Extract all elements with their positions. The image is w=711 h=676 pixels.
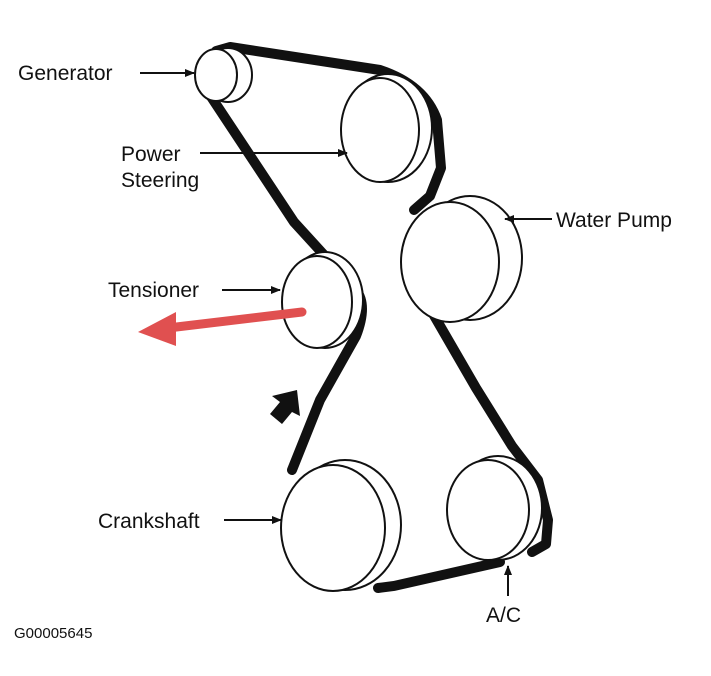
crankshaft-label: Crankshaft: [98, 510, 200, 533]
rotation-direction-arrow-icon: [270, 390, 300, 424]
ac-pulley: [446, 455, 543, 561]
ac-label: A/C: [486, 604, 521, 627]
water-pump-label: Water Pump: [556, 209, 672, 232]
crankshaft-pulley: [280, 459, 402, 592]
water-pump-pulley: [400, 195, 523, 323]
power-steering-label-line1: Power: [121, 143, 181, 166]
tensioner-label: Tensioner: [108, 279, 199, 302]
highlight-arrow-icon: [138, 307, 307, 346]
figure-code: G00005645: [14, 625, 92, 642]
tensioner-pulley: [281, 251, 364, 349]
power-steering-pulley: [340, 73, 433, 183]
generator-pulley: [194, 47, 253, 103]
generator-label: Generator: [18, 62, 113, 85]
power-steering-label-line2: Steering: [121, 169, 199, 192]
